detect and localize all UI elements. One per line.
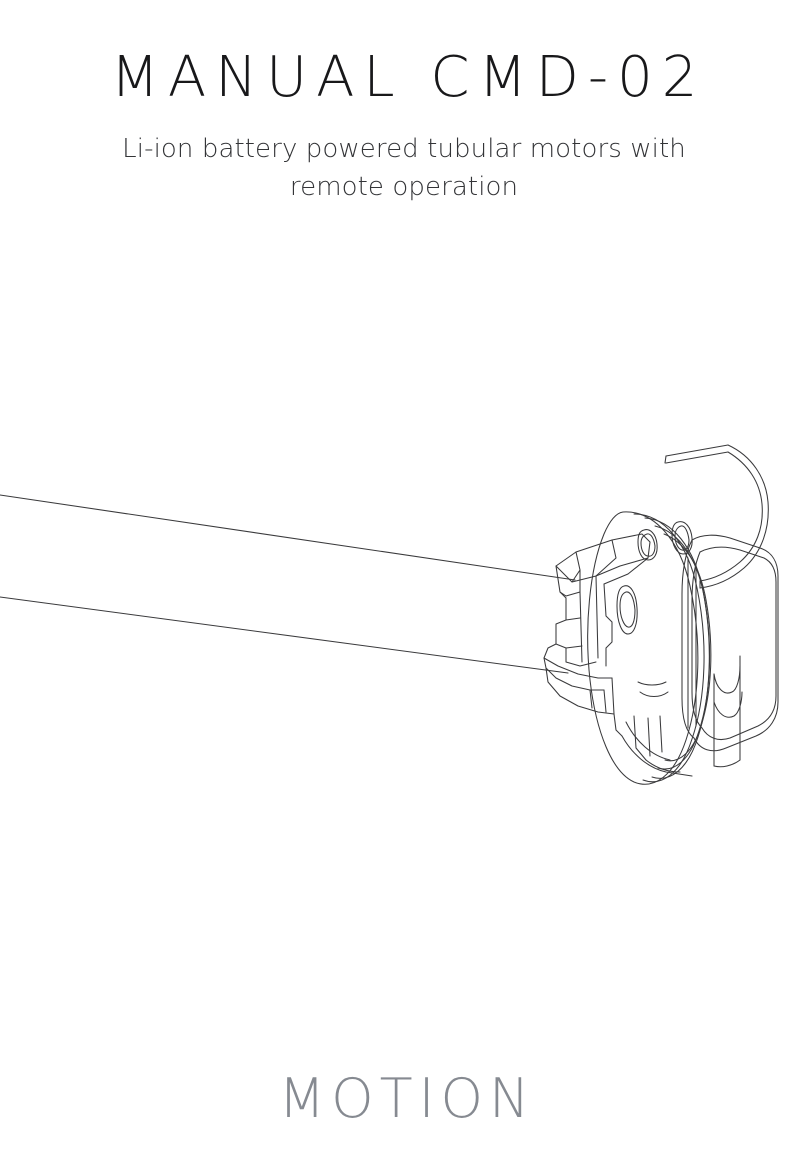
control-buttons (616, 521, 693, 635)
product-illustration (0, 430, 808, 820)
tubular-motor-drawing-svg (0, 444, 779, 785)
page-subtitle: Li-ion battery powered tubular motors wi… (64, 130, 744, 206)
antenna-wire (664, 444, 769, 589)
battery-pack (681, 534, 779, 768)
motor-base (621, 681, 693, 777)
title-block: MANUAL CMD-02 Li-ion battery powered tub… (0, 44, 808, 206)
crown-adapter (543, 533, 651, 737)
brand-footer: MOTION (0, 1068, 808, 1130)
page-subtitle-line-2: remote operation (289, 172, 519, 202)
brand-logo-motion: MOTION (278, 1067, 536, 1130)
page-title: MANUAL CMD-02 (110, 45, 707, 110)
page-subtitle-line-1: Li-ion battery powered tubular motors wi… (122, 134, 686, 164)
roller-tube (0, 494, 576, 674)
motor-head (587, 511, 712, 785)
